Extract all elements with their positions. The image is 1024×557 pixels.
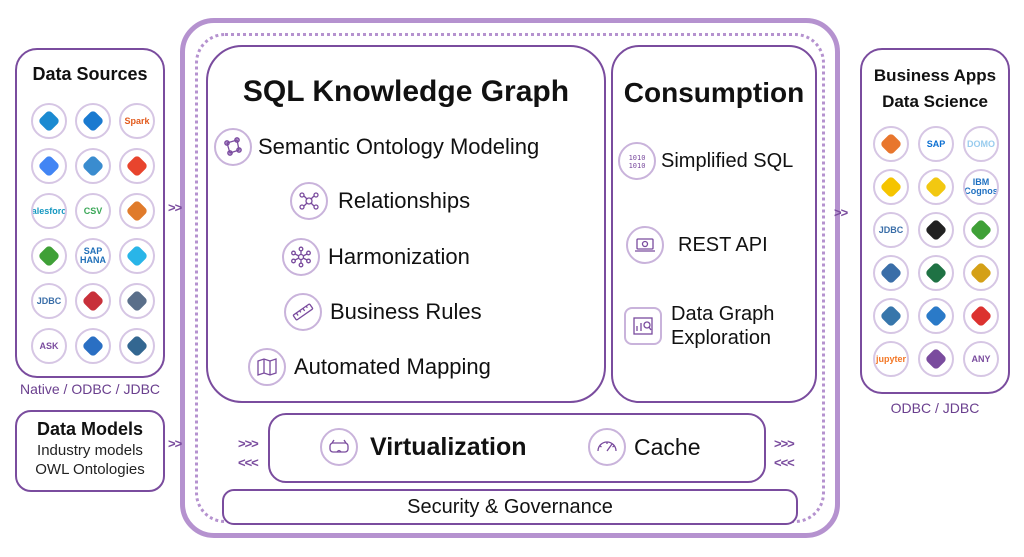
azure-synapse-icon (31, 103, 67, 139)
python-icon (873, 298, 909, 334)
scala-icon (963, 298, 999, 334)
platform-frame (180, 18, 840, 538)
sap-hana-icon: SAP HANA (75, 238, 111, 274)
business-rules-item: Business Rules (284, 293, 482, 331)
automated-mapping-item: Automated Mapping (248, 348, 491, 386)
sources-arrow: >> (168, 200, 182, 215)
data-models-title: Data Models (36, 419, 144, 439)
data-sources-panel: Data Sources Spark salesforceCSV SAP HANAJ… (15, 48, 165, 378)
qlik-icon (963, 212, 999, 248)
sap-icon: SAP (918, 126, 954, 162)
apps-arrow: >> (834, 205, 848, 220)
svg-text:1010: 1010 (629, 154, 646, 162)
rest-api-label: REST API (678, 234, 768, 256)
kg-title: SQL Knowledge Graph (242, 75, 570, 108)
looker-icon (873, 255, 909, 291)
vr-headset-icon (320, 428, 358, 466)
sql-knowledge-graph-panel: SQL Knowledge Graph (206, 45, 606, 403)
simplified-sql-label: Simplified SQL (661, 150, 794, 172)
data-models-line1: Industry models (37, 442, 143, 459)
any-icon: ANY (963, 341, 999, 377)
monitor-icon (918, 341, 954, 377)
domo-icon: DOMO (963, 126, 999, 162)
microstrategy-icon (963, 255, 999, 291)
virtualization-right-in-arrow: <<< (774, 455, 795, 470)
infinity-icon (918, 212, 954, 248)
relationships-label: Relationships (338, 188, 471, 213)
bigquery-icon (31, 148, 67, 184)
virtualization-left-out-arrow: <<< (238, 455, 259, 470)
data-sources-title: Data Sources (32, 64, 148, 84)
ask-icon: ASK (31, 328, 67, 364)
data-graph-label: Data Graph Exploration (671, 302, 774, 350)
network-nodes-icon (214, 128, 252, 166)
cache-label: Cache (634, 433, 701, 460)
data-lake-icon (75, 148, 111, 184)
jdbc-app-icon: JDBC (873, 212, 909, 248)
semantic-ontology-label: Semantic Ontology Modeling (258, 134, 540, 159)
consumption-title: Consumption (623, 77, 805, 108)
virtualization-item: Virtualization (320, 428, 527, 466)
sql-server-icon (75, 283, 111, 319)
jdbc-icon: JDBC (31, 283, 67, 319)
speedometer-icon (588, 428, 626, 466)
data-graph-exploration-item: Data Graph Exploration (624, 302, 774, 350)
jupyter-icon: jupyter (873, 341, 909, 377)
business-apps-caption: ODBC / JDBC (890, 400, 980, 416)
mongodb-icon (31, 238, 67, 274)
snowflake-icon (119, 238, 155, 274)
data-studio-icon (918, 298, 954, 334)
spark-icon: Spark (119, 103, 155, 139)
virtualization-right-out-arrow: >>> (774, 436, 795, 451)
virtualization-left-in-arrow: >>> (238, 436, 259, 451)
automated-mapping-label: Automated Mapping (294, 354, 491, 379)
data-graph-line2: Exploration (671, 327, 772, 349)
semantic-ontology-item: Semantic Ontology Modeling (214, 128, 539, 166)
security-governance-panel: Security & Governance (222, 489, 798, 525)
teradata-icon (119, 283, 155, 319)
salesforce-icon: salesforce (31, 193, 67, 229)
redshift-icon (119, 193, 155, 229)
databricks-icon (119, 148, 155, 184)
business-apps-title-line2: Data Science (882, 92, 988, 111)
excel-icon (918, 255, 954, 291)
azure-icon (75, 103, 111, 139)
harmonization-icon (282, 238, 320, 276)
postgresql-icon (119, 328, 155, 364)
dynamodb-icon (75, 328, 111, 364)
models-arrow: >> (168, 436, 182, 451)
harmonization-item: Harmonization (282, 238, 470, 276)
laptop-icon (626, 226, 664, 264)
relationships-item: Relationships (290, 182, 470, 220)
tableau-icon (873, 126, 909, 162)
harmonization-label: Harmonization (328, 244, 470, 269)
business-rules-label: Business Rules (330, 299, 482, 324)
security-governance-label: Security & Governance (407, 495, 613, 518)
virtualization-label: Virtualization (370, 432, 527, 461)
data-graph-line1: Data Graph (671, 303, 775, 325)
data-models-line2: OWL Ontologies (35, 461, 145, 478)
ibm-cognos-icon: IBM Cognos (963, 169, 999, 205)
alteryx-icon (873, 169, 909, 205)
data-models-panel: Data Models Industry models OWL Ontologi… (15, 410, 165, 492)
csv-icon: CSV (75, 193, 111, 229)
data-sources-caption: Native / ODBC / JDBC (19, 381, 161, 397)
ruler-icon (284, 293, 322, 331)
map-icon (248, 348, 286, 386)
svg-text:1010: 1010 (629, 162, 646, 170)
rest-api-item: REST API (626, 226, 768, 264)
business-apps-title-line1: Business Apps (873, 66, 997, 85)
cache-item: Cache (588, 428, 700, 466)
power-bi-icon (918, 169, 954, 205)
relationships-icon (290, 182, 328, 220)
chart-exploration-icon (624, 307, 662, 345)
